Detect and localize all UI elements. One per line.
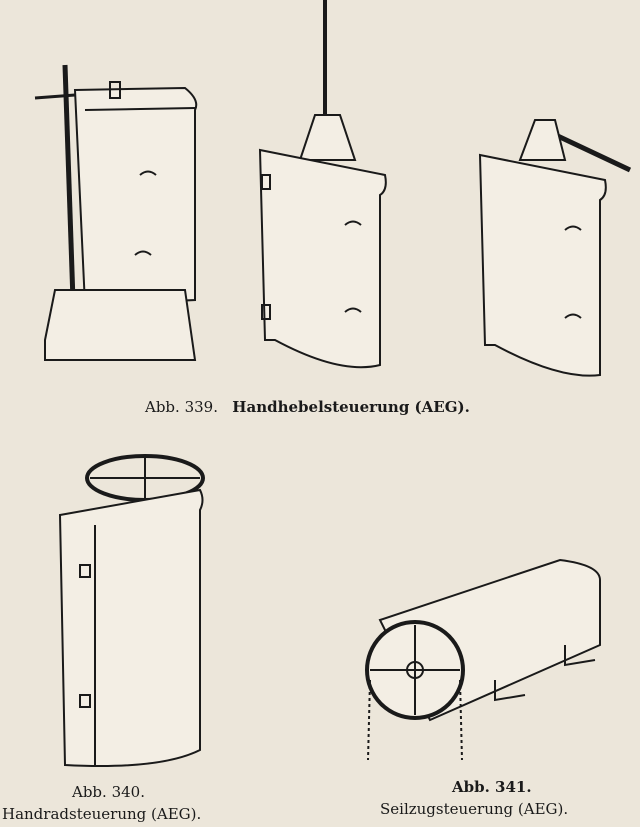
figure-340-number: Abb. 340. [72, 783, 145, 801]
figure-340-controller-handwheel [58, 454, 205, 767]
figure-339-controller-lever-right [478, 119, 632, 377]
figure-339-controller-lever-middle [258, 0, 387, 369]
figure-339-caption: Abb. 339. Handhebelsteuerung (AEG). [145, 398, 470, 416]
figure-341-number: Abb. 341. [452, 778, 532, 796]
figure-341-title: Seilzugsteuerung (AEG). [380, 800, 569, 818]
figure-339-title: Handhebelsteuerung (AEG). [232, 398, 470, 416]
figure-339-controller-lever-left [34, 64, 198, 361]
figure-341-controller-rope-pulley [365, 558, 601, 761]
figure-340-title: Handradsteuerung (AEG). [2, 805, 202, 823]
figure-339-number: Abb. 339. [145, 398, 218, 416]
